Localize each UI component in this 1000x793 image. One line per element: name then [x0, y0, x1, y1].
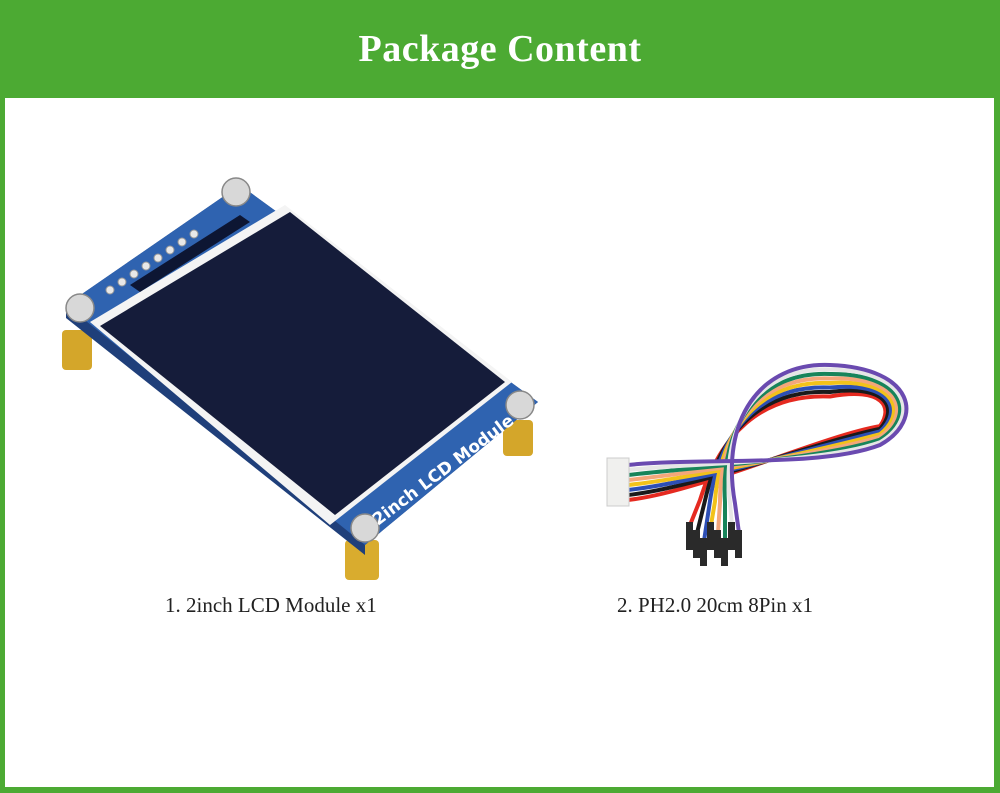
pin-header-holes [105, 229, 199, 295]
screw-icon [505, 390, 535, 420]
dupont-female-header [735, 530, 742, 558]
standoff [345, 540, 379, 580]
standoff [503, 420, 533, 456]
cable-image [606, 362, 909, 566]
dupont-female-header [693, 530, 700, 558]
dupont-female-header [700, 538, 707, 566]
ph2-connector [606, 457, 630, 507]
fpc-strip [130, 215, 250, 292]
item-caption-lcd: 1. 2inch LCD Module x1 [165, 593, 377, 617]
dupont-female-header [721, 538, 728, 566]
header-banner: Package Content [0, 0, 1000, 97]
standoff [62, 330, 92, 370]
screw-icon [221, 177, 251, 207]
lcd-screen [100, 212, 505, 515]
screw-icon [65, 293, 95, 323]
dupont-female-header [728, 522, 735, 550]
lcd-module-image: 2inch LCD Module [62, 177, 538, 580]
dupont-female-header [686, 522, 693, 550]
dupont-female-header [707, 522, 714, 550]
wire [627, 362, 909, 534]
screw-icon [350, 513, 380, 543]
item-caption-cable: 2. PH2.0 20cm 8Pin x1 [617, 593, 814, 617]
dupont-female-header [714, 530, 721, 558]
page-title: Package Content [358, 27, 642, 70]
